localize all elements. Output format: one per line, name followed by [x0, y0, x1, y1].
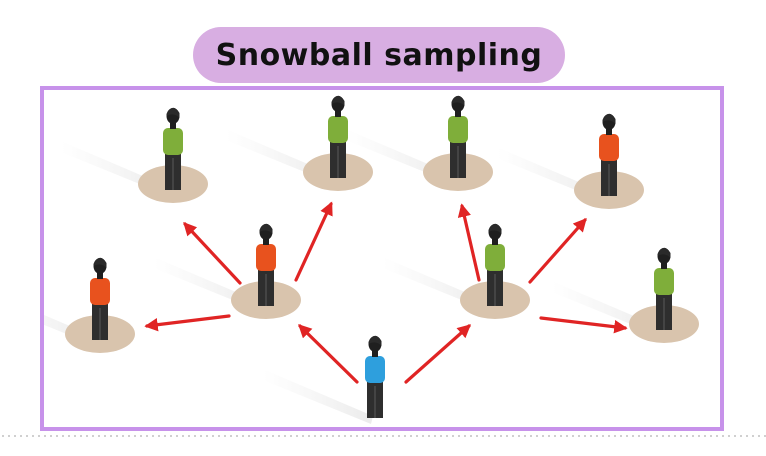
title-banner: Snowball sampling	[193, 27, 565, 83]
person-hair	[488, 223, 502, 234]
person-neck	[661, 263, 667, 269]
person-wave1-left	[256, 223, 276, 306]
snowball-diagram	[44, 95, 699, 424]
leg-divider	[494, 274, 496, 306]
person-shirt	[163, 128, 183, 155]
leg-divider	[663, 298, 665, 330]
person-shirt	[599, 134, 619, 161]
person-hair	[93, 257, 107, 268]
leg-divider	[608, 164, 610, 196]
arrow-wave1-right-to-wave2-top-right	[528, 217, 587, 284]
person-neck	[170, 123, 176, 129]
person-hair	[331, 95, 345, 106]
person-shirt	[365, 356, 385, 383]
person-shirt	[448, 116, 468, 143]
person-neck	[606, 129, 612, 135]
person-neck	[263, 239, 269, 245]
person-hair	[602, 113, 616, 124]
leg-divider	[337, 146, 339, 178]
leg-divider	[457, 146, 459, 178]
leg-divider	[265, 274, 267, 306]
leg-divider	[172, 158, 174, 190]
person-neck	[97, 273, 103, 279]
arrow-seed-to-wave1-left	[298, 324, 359, 384]
person-shirt	[485, 244, 505, 271]
diagram-title: Snowball sampling	[215, 37, 543, 73]
person-neck	[335, 111, 341, 117]
diagram-frame	[40, 86, 724, 431]
arrow-seed-to-wave1-right	[404, 324, 472, 384]
person-neck	[455, 111, 461, 117]
person-neck	[492, 239, 498, 245]
person-wave2-far-right	[654, 247, 674, 330]
person-hair	[166, 107, 180, 118]
person-hair	[657, 247, 671, 258]
person-wave2-top-mid-left	[328, 95, 348, 178]
arrow-wave1-left-to-wave2-top-left	[183, 222, 242, 285]
person-neck	[372, 351, 378, 357]
person-shirt	[654, 268, 674, 295]
person-wave1-right	[485, 223, 505, 306]
leg-divider	[374, 386, 376, 418]
dotted-divider	[0, 435, 766, 437]
person-shadow	[263, 370, 373, 424]
person-seed	[365, 335, 385, 418]
person-wave2-top-mid-right	[448, 95, 468, 178]
arrow-wave1-left-to-wave2-far-left	[144, 314, 231, 332]
person-shirt	[90, 278, 110, 305]
person-hair	[368, 335, 382, 346]
person-hair	[259, 223, 273, 234]
leg-divider	[99, 308, 101, 340]
person-wave2-top-right	[599, 113, 619, 196]
arrow-wave1-left-to-wave2-top-mid-left	[294, 201, 333, 282]
person-shirt	[256, 244, 276, 271]
person-hair	[451, 95, 465, 106]
person-wave2-top-left	[163, 107, 183, 190]
arrow-wave1-right-to-wave2-top-mid-right	[457, 203, 481, 282]
person-wave2-far-left	[90, 257, 110, 340]
person-shirt	[328, 116, 348, 143]
arrow-wave1-right-to-wave2-far-right	[539, 316, 628, 334]
